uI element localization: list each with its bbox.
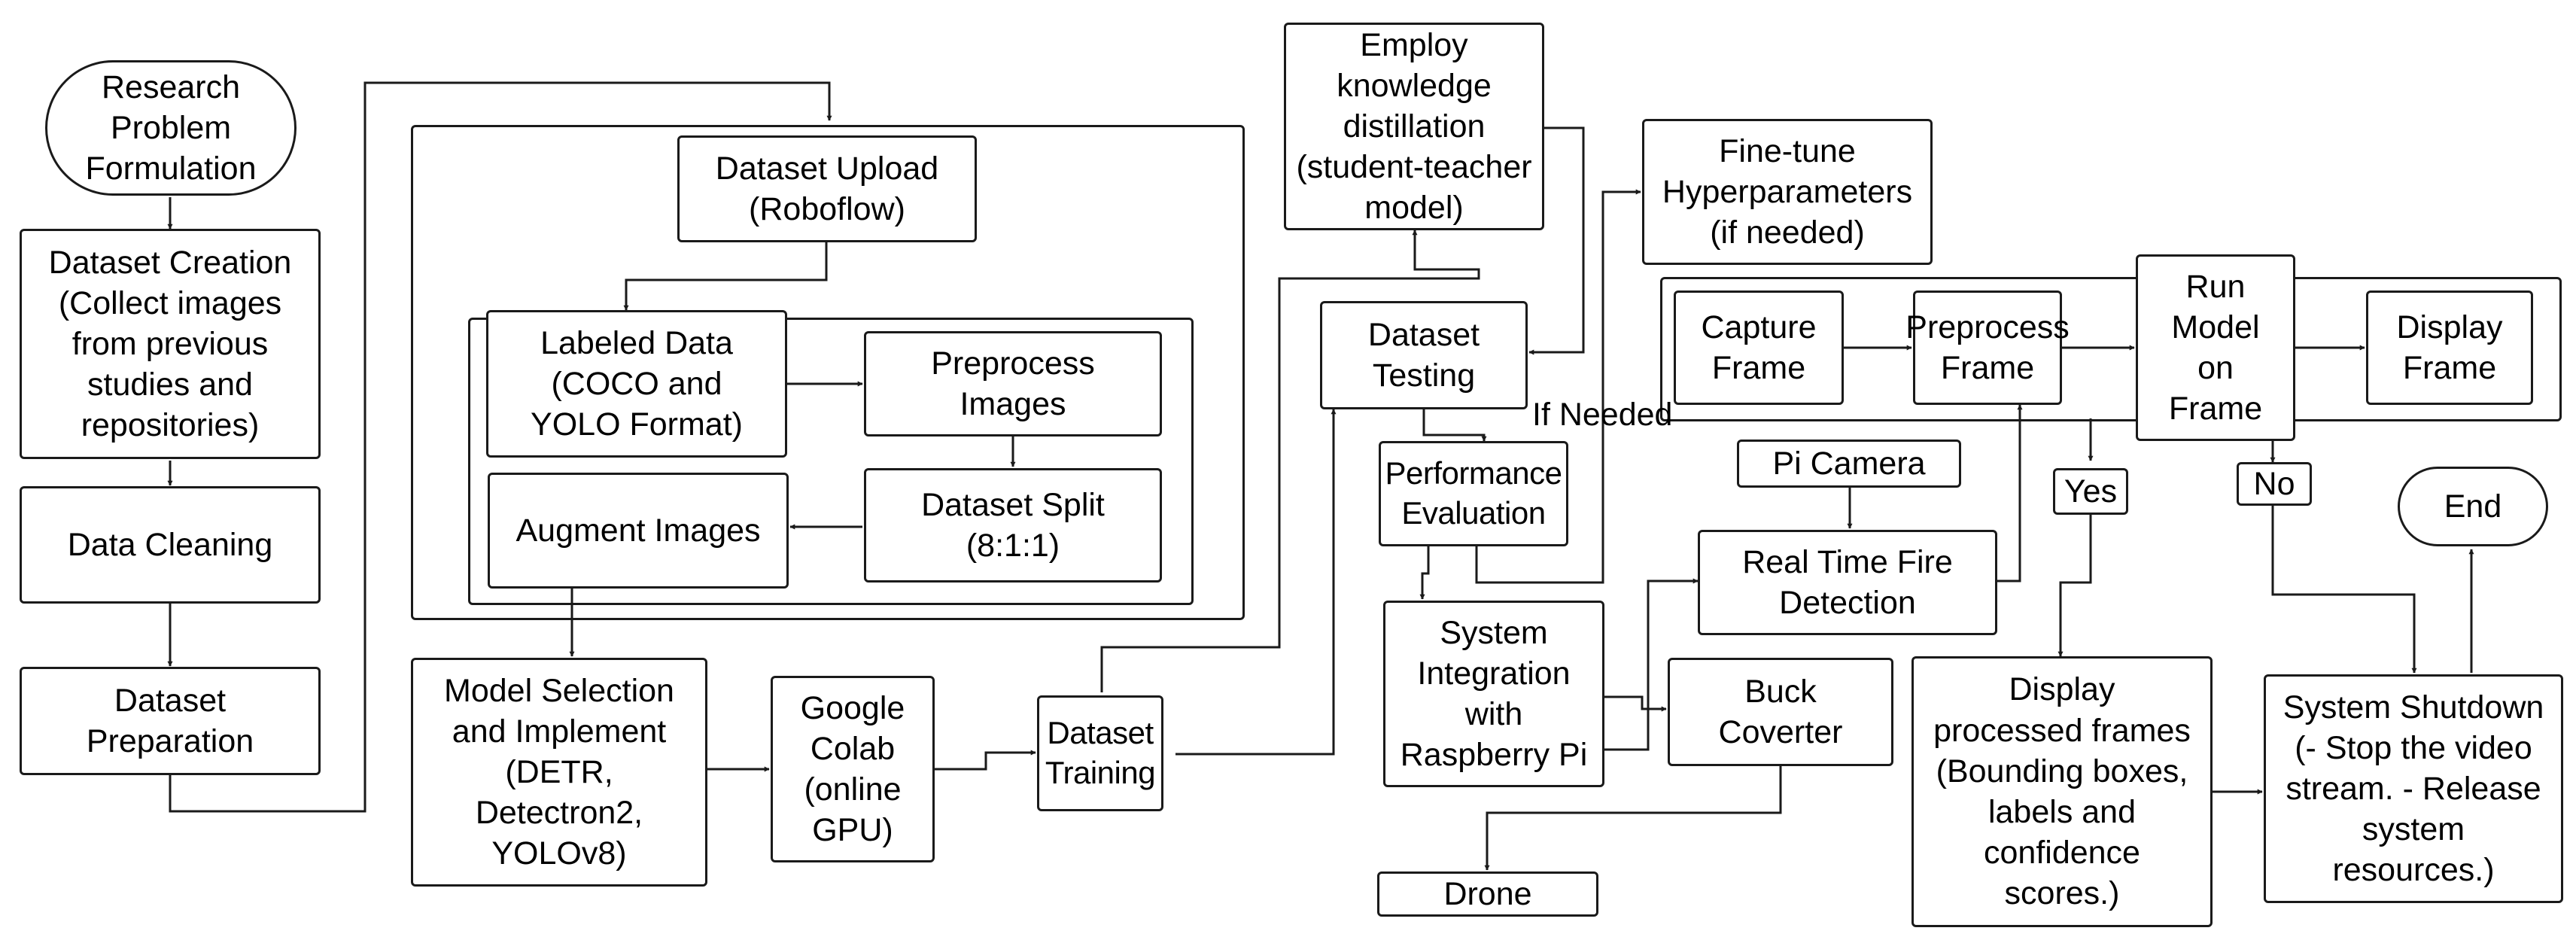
data-cleaning-node: Data Cleaning [20, 486, 321, 604]
yes-decision-text: Yes [2064, 473, 2118, 510]
dataset-upload-node: Dataset Upload (Roboflow) [677, 135, 977, 242]
edge-no-to-shutdown [2271, 506, 2417, 674]
dataset-creation-node: Dataset Creation (Collect images from pr… [20, 229, 321, 459]
run-model-text: Run Model on Frame [2168, 268, 2263, 427]
dataset-upload-text: Dataset Upload (Roboflow) [715, 150, 939, 227]
edge-integration-to-realtime [1604, 578, 1699, 751]
edge-yes-to-display-processed [2057, 515, 2092, 657]
yes-decision-node: Yes [2053, 468, 2128, 515]
realtime-loop-frame [1660, 277, 2562, 421]
performance-evaluation-node: Performance Evaluation [1379, 441, 1568, 546]
display-processed-node: Display processed frames (Bounding boxes… [1911, 656, 2213, 927]
display-frame-node: Display Frame [2366, 290, 2533, 405]
system-integration-text: System Integration with Raspberry Pi [1400, 614, 1588, 774]
research-problem-node: Research Problem Formulation [45, 60, 297, 196]
knowledge-distillation-node: Employ knowledge distillation (student-t… [1284, 23, 1544, 230]
dataset-training-node: Dataset Training [1037, 695, 1163, 811]
end-node: End [2398, 467, 2548, 546]
edge-testing-to-evaluation [1422, 409, 1487, 442]
data-cleaning-text: Data Cleaning [67, 526, 273, 563]
capture-frame-node: Capture Frame [1674, 290, 1844, 405]
dataset-testing-text: Dataset Testing [1367, 316, 1480, 394]
model-selection-node: Model Selection and Implement (DETR, Det… [411, 658, 707, 887]
capture-frame-text: Capture Frame [1701, 309, 1817, 386]
edge-colab-to-training [893, 750, 1036, 771]
display-processed-text: Display processed frames (Bounding boxes… [1933, 671, 2191, 912]
dataset-split-node: Dataset Split (8:1:1) [864, 468, 1162, 583]
edge-evaluation-to-integration [1419, 546, 1430, 600]
fine-tune-node: Fine-tune Hyperparameters (if needed) [1642, 119, 1933, 265]
labeled-data-node: Labeled Data (COCO and YOLO Format) [486, 310, 787, 458]
edge-distillation-to-testing [1528, 126, 1585, 355]
augment-images-node: Augment Images [488, 473, 789, 589]
dataset-preparation-node: Dataset Preparation [20, 667, 321, 775]
drone-node: Drone [1377, 871, 1598, 917]
no-decision-text: No [2253, 465, 2295, 502]
labeling-group-frame [468, 318, 1194, 605]
no-decision-node: No [2237, 462, 2312, 506]
dataset-preparation-text: Dataset Preparation [86, 682, 254, 759]
edge-preparation-to-upload [169, 81, 832, 813]
knowledge-distillation-text: Employ knowledge distillation (student-t… [1296, 26, 1532, 227]
edge-upload-to-labeled [623, 242, 828, 311]
edge-evaluation-to-finetune [1475, 189, 1641, 584]
pi-camera-node: Pi Camera [1737, 440, 1961, 488]
drone-text: Drone [1443, 875, 1532, 912]
fine-tune-text: Fine-tune Hyperparameters (if needed) [1662, 132, 1913, 251]
system-shutdown-text: System Shutdown (- Stop the video stream… [2283, 689, 2544, 889]
edge-buck-to-drone [1484, 766, 1782, 871]
dataset-split-text: Dataset Split (8:1:1) [921, 486, 1105, 564]
buck-converter-text: Buck Coverter [1718, 673, 1843, 750]
system-integration-node: System Integration with Raspberry Pi [1383, 601, 1604, 787]
display-frame-text: Display Frame [2396, 309, 2503, 386]
performance-evaluation-text: Performance Evaluation [1385, 455, 1562, 531]
preprocess-images-text: Preprocess Images [931, 345, 1095, 422]
preprocess-frame-text: Preprocess Frame [1905, 309, 2070, 386]
google-colab-text: Google Colab (online GPU) [800, 689, 905, 849]
preprocess-images-node: Preprocess Images [864, 331, 1162, 436]
edge-training-to-distillation [1100, 230, 1480, 692]
end-text: End [2444, 488, 2502, 525]
edge-realtime-to-preprocess [1997, 404, 2023, 583]
preprocessing-group-frame [411, 125, 1245, 620]
run-model-node: Run Model on Frame [2136, 254, 2295, 441]
dataset-creation-text: Dataset Creation (Collect images from pr… [48, 244, 292, 444]
edge-training-to-testing [1175, 409, 1337, 756]
if-needed-label: If Needed [1532, 397, 1673, 433]
dataset-training-text: Dataset Training [1045, 715, 1156, 790]
labeled-data-text: Labeled Data (COCO and YOLO Format) [531, 324, 743, 443]
real-time-detection-node: Real Time Fire Detection [1698, 530, 1997, 635]
preprocess-frame-node: Preprocess Frame [1905, 290, 2070, 405]
edge-integration-to-buck [1604, 695, 1667, 712]
dataset-testing-node: Dataset Testing [1320, 301, 1528, 409]
google-colab-node: Google Colab (online GPU) [771, 676, 935, 862]
augment-images-text: Augment Images [516, 512, 761, 549]
pi-camera-text: Pi Camera [1772, 445, 1926, 482]
model-selection-text: Model Selection and Implement (DETR, Det… [444, 672, 674, 872]
buck-converter-node: Buck Coverter [1668, 658, 1893, 766]
real-time-detection-text: Real Time Fire Detection [1742, 543, 1953, 621]
research-problem-text: Research Problem Formulation [85, 68, 257, 187]
system-shutdown-node: System Shutdown (- Stop the video stream… [2264, 674, 2563, 903]
